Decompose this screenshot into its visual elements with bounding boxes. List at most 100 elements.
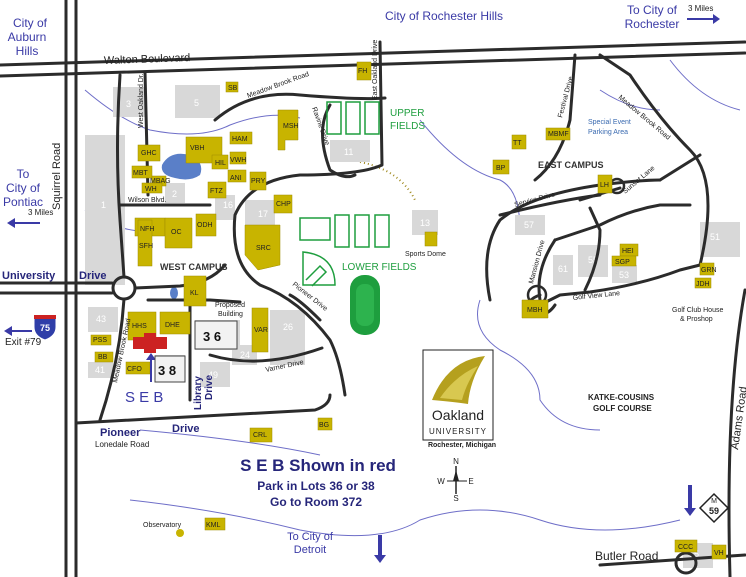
building-label: CRL: [253, 432, 267, 439]
lot-36-box: [194, 320, 238, 350]
exit-label: Exit #79: [5, 337, 42, 348]
library-label-1: Library: [193, 376, 204, 410]
building-label: PRY: [251, 178, 266, 185]
m59-shield-icon: M 59: [698, 492, 730, 524]
building-label: PSS: [93, 337, 107, 344]
lot-number: 17: [258, 209, 268, 219]
legend-park: Park in Lots 36 or 38: [257, 479, 375, 493]
building-label: BB: [98, 354, 108, 361]
roundabout-south: [674, 551, 698, 575]
lot-number: 43: [96, 314, 106, 324]
building-label: VH: [714, 550, 724, 557]
to-pontiac-2: City of: [6, 181, 41, 195]
building-label: MSH: [283, 123, 299, 130]
building-label: MBAG: [150, 178, 171, 185]
small-pond: [170, 287, 178, 299]
three-miles-top: 3 Miles: [688, 4, 713, 13]
building-label: TT: [513, 140, 522, 147]
building-label: SB: [228, 85, 238, 92]
east-oakland-label: East Oakland Drive: [372, 40, 379, 100]
building-label: KL: [190, 290, 199, 297]
lot-number: 65: [689, 549, 699, 559]
building-label: MBMF: [548, 131, 569, 138]
building-label: MBH: [527, 307, 543, 314]
to-rochester-2: Rochester: [625, 17, 680, 31]
proposed-2: Building: [218, 311, 243, 318]
lot-number: 16: [223, 200, 233, 210]
lot-2: [165, 183, 185, 203]
lot-38-label: 3 8: [158, 363, 176, 378]
university-drive-label: Drive: [79, 270, 107, 282]
lot-number: 51: [710, 232, 720, 242]
three-miles-left: 3 Miles: [28, 208, 53, 217]
track-inner: [356, 284, 374, 326]
building-label: ANI: [230, 175, 242, 182]
building-label: VAR: [254, 327, 268, 334]
building-label: HEI: [622, 248, 634, 255]
m59-letter: M: [711, 498, 717, 505]
building-label: CHP: [276, 201, 291, 208]
building-label: WH: [145, 186, 157, 193]
lot-61: [553, 255, 573, 285]
building-label: HAM: [232, 136, 248, 143]
logo-place: Rochester, Michigan: [428, 442, 496, 449]
building-label: ODH: [197, 222, 213, 229]
building-label: BP: [496, 165, 506, 172]
city-auburn-3: Hills: [16, 44, 39, 58]
legend-title: S E B Shown in red: [240, 456, 396, 475]
lonedale-label: Lonedale Road: [95, 440, 149, 449]
upper-fields-2: FIELDS: [390, 121, 425, 132]
pioneer-curved-label: Pioneer Drive: [291, 281, 329, 313]
west-oakland-label: West Oakland Dr.: [138, 73, 145, 128]
arrow-left-icon: [7, 218, 40, 228]
building-label: VBH: [190, 145, 204, 152]
lot-57: [515, 215, 545, 235]
m59-number: 59: [709, 506, 719, 516]
lot-number: 2: [172, 189, 177, 199]
to-pontiac-1: To: [17, 167, 30, 181]
seb-arrow-icon: [146, 353, 156, 382]
logo-university: UNIVERSITY: [429, 427, 487, 436]
legend-room: Go to Room 372: [270, 495, 362, 509]
creeks: [84, 59, 741, 537]
building-labels: SB FH VBH HAM MSH GHC HIL VWH ANI PRY MB…: [93, 68, 724, 557]
building-label: HIL: [215, 160, 226, 167]
east-campus: EAST CAMPUS: [538, 160, 604, 170]
lot-number: 61: [558, 264, 568, 274]
seb-map-label: S E B: [125, 389, 163, 406]
lot-number: 26: [283, 322, 293, 332]
pioneer-drive-label: Drive: [172, 423, 200, 435]
lot-36-label: 3 6: [203, 329, 221, 344]
building-label: SFH: [139, 243, 153, 250]
special-event-2: Parking Area: [588, 129, 628, 136]
building-label: VWH: [230, 157, 246, 164]
lot-number: 11: [344, 147, 353, 157]
lot-number: 49: [208, 370, 218, 380]
compass-e: E: [468, 477, 473, 486]
proposed-1: Proposed: [215, 302, 245, 309]
building-label: NFH: [140, 226, 154, 233]
building-label: CFO: [127, 366, 142, 373]
west-campus: WEST CAMPUS: [160, 262, 228, 272]
to-rochester-1: To City of: [627, 3, 678, 17]
building-label: FTZ: [210, 188, 224, 195]
lot-43: [88, 307, 118, 332]
lot-13: [412, 210, 438, 235]
building-label: CCC: [678, 544, 693, 551]
katke-1: KATKE-COUSINS: [588, 393, 655, 402]
butler-label: Butler Road: [595, 549, 658, 563]
to-pontiac-3: Pontiac: [3, 195, 43, 209]
lower-fields: LOWER FIELDS: [342, 262, 417, 273]
building-label: KML: [206, 522, 221, 529]
city-rochester-hills: City of Rochester Hills: [385, 9, 503, 23]
building-label: OC: [171, 229, 182, 236]
golf-club-2: & Proshop: [680, 316, 713, 323]
lot-17: [245, 200, 275, 228]
building-label: GHC: [141, 150, 157, 157]
building-label: DHE: [165, 322, 180, 329]
lot-41: [88, 362, 113, 378]
i75-number: 75: [40, 323, 50, 333]
library-label-2: Drive: [204, 375, 215, 400]
